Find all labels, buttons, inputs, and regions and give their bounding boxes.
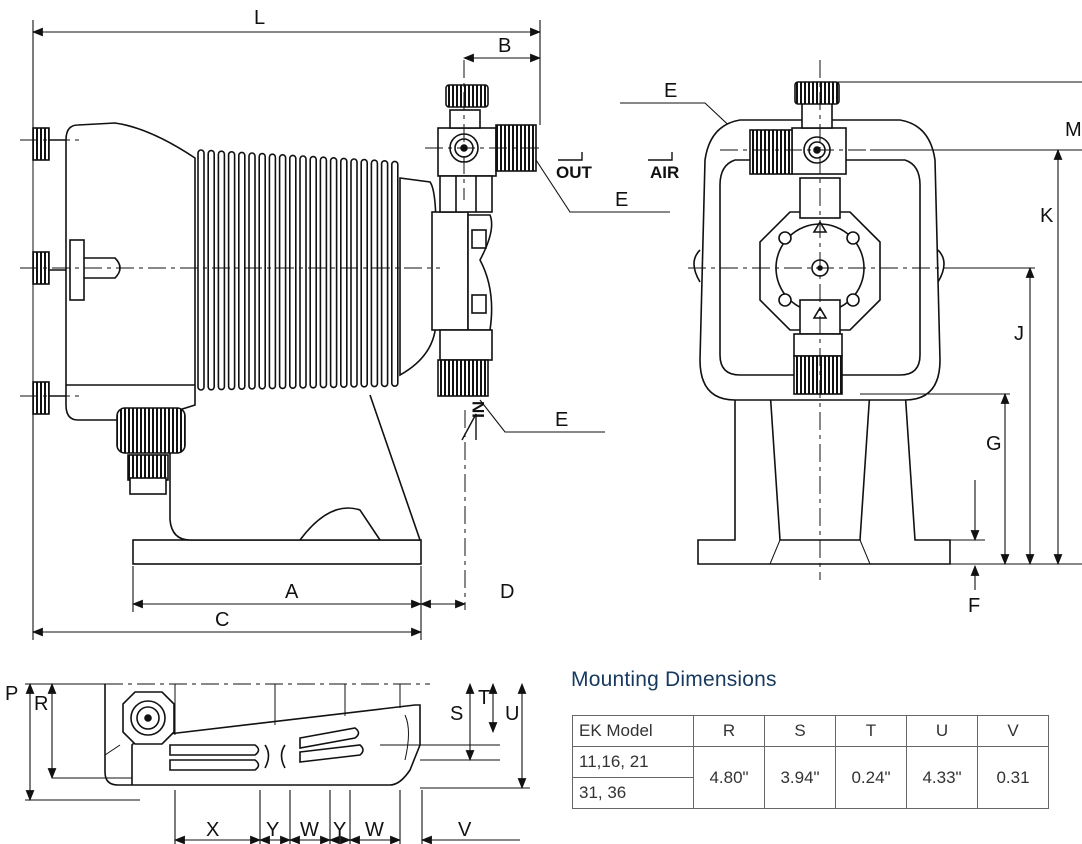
table-value-cell: 0.24" [835, 746, 907, 809]
table-header-cell: R [693, 715, 765, 747]
cooling-fin [370, 159, 379, 388]
table-value-cell: 3.94" [764, 746, 836, 809]
table-header-row: EK Model R S T U V [572, 715, 1049, 747]
table-value-cell: 0.31 [977, 746, 1049, 809]
dim-label-P: P [5, 683, 18, 705]
dim-label-G: G [986, 433, 1002, 455]
table-value-cell: 4.80" [693, 746, 765, 809]
dimension-label-group: L B E E E A D C M K J G F P R S T U X Y … [5, 7, 1082, 841]
side-pump-head [431, 84, 537, 397]
table-header-cell: EK Model [572, 715, 694, 747]
table-header-cell: S [764, 715, 836, 747]
dim-label-T: T [478, 687, 490, 709]
side-adjust-knob [116, 407, 186, 454]
side-centerlines [20, 60, 540, 610]
dim-label-K: K [1040, 205, 1054, 227]
table-header-cell: T [835, 715, 907, 747]
front-centerlines [688, 60, 950, 580]
flow-label-out: OUT [556, 163, 593, 182]
table-model-cell: 11,16, 21 [572, 746, 694, 778]
side-view [32, 122, 437, 565]
flow-label-in: IN [469, 401, 488, 418]
dim-label-E-mid: E [615, 189, 628, 211]
dim-label-M: M [1065, 119, 1082, 141]
cooling-fin [350, 158, 358, 388]
cooling-fin [258, 152, 267, 390]
front-air-vent-knob [794, 81, 840, 105]
dim-label-F: F [968, 595, 980, 617]
dim-label-W2: W [365, 819, 384, 841]
cooling-fin [288, 154, 297, 389]
front-air-fitting [749, 129, 793, 175]
cooling-fin [197, 149, 205, 391]
cooling-fin [207, 149, 215, 391]
table-model-cell: 31, 36 [572, 777, 694, 809]
front-base [697, 389, 951, 565]
mounting-dimensions-title: Mounting Dimensions [571, 668, 777, 691]
side-air-vent-knob [445, 84, 489, 108]
side-cooling-fins [197, 149, 399, 391]
side-front-cover [65, 122, 196, 421]
table-header-cell: V [977, 715, 1049, 747]
cooling-fin [319, 156, 328, 389]
side-suction-valve [439, 329, 493, 361]
dim-label-E-top: E [664, 80, 677, 102]
cooling-fin [360, 158, 369, 388]
dim-label-Y2: Y [333, 819, 346, 841]
mounting-dimensions [25, 682, 530, 844]
cooling-fin [309, 155, 318, 389]
table-header-cell: U [906, 715, 978, 747]
cooling-fin [217, 150, 226, 391]
side-knob-bottom [32, 381, 50, 415]
front-dimensions [838, 81, 1082, 590]
cooling-fin [278, 154, 287, 390]
cooling-fin [299, 155, 307, 389]
cooling-fin [390, 160, 399, 387]
table-value-cell: 4.33" [906, 746, 978, 809]
mounting-dimensions-table: EK Model R S T U V 11,16, 21 4.80" 3.94"… [572, 715, 1049, 809]
dim-label-X: X [206, 819, 219, 841]
dim-label-W1: W [300, 819, 319, 841]
cooling-fin [227, 151, 236, 391]
dim-label-D: D [500, 581, 514, 603]
dim-label-S: S [450, 703, 463, 725]
cooling-fin [329, 157, 338, 389]
side-inlet-fitting [437, 359, 489, 397]
table-row: 11,16, 21 4.80" 3.94" 0.24" 4.33" 0.31 [572, 746, 1049, 809]
cooling-fin [248, 152, 256, 390]
dim-label-J: J [1014, 323, 1024, 345]
cooling-fin [268, 153, 277, 390]
front-view [693, 81, 951, 565]
dim-label-C: C [215, 609, 229, 631]
dim-label-B: B [498, 35, 511, 57]
flow-markers [461, 152, 673, 441]
side-knob-top [32, 127, 50, 161]
dim-label-E-low: E [555, 409, 568, 431]
flow-label-group: OUT AIR IN [469, 163, 679, 418]
dim-label-V: V [458, 819, 472, 841]
dim-label-Y1: Y [266, 819, 279, 841]
dim-label-U: U [505, 703, 519, 725]
table-row: 31, 36 [572, 777, 1049, 809]
cooling-fin [339, 157, 348, 388]
cooling-fin [238, 151, 246, 390]
cooling-fin [380, 160, 389, 388]
dim-label-A: A [285, 581, 299, 603]
flow-label-air: AIR [650, 163, 679, 182]
side-base-plate [132, 539, 422, 565]
front-inlet-fitting [793, 355, 843, 395]
dim-label-L: L [254, 7, 265, 29]
mounting-view [104, 683, 430, 786]
side-stand [169, 394, 422, 541]
dim-label-R: R [34, 693, 48, 715]
